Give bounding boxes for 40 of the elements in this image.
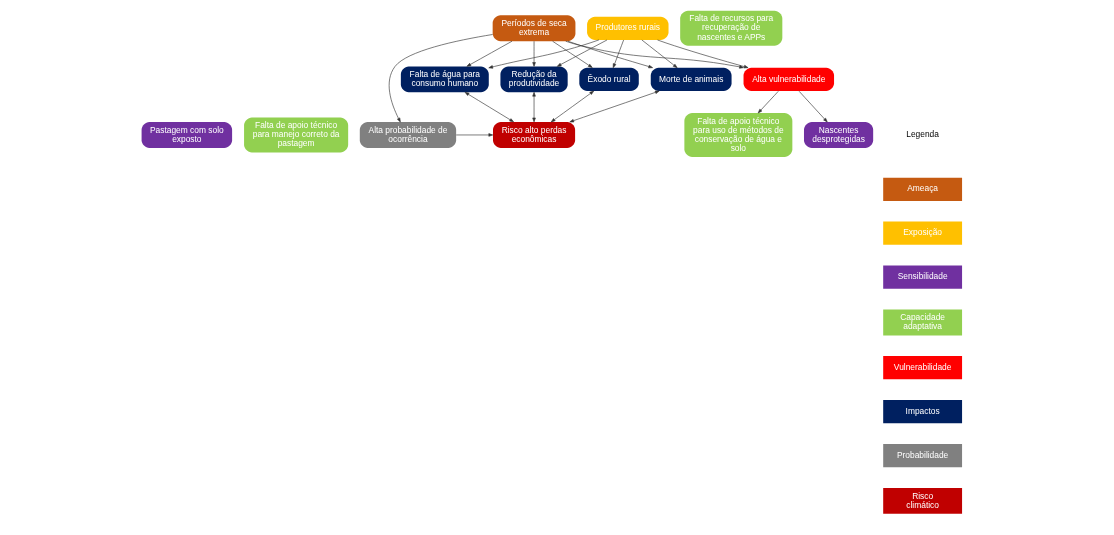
node-box: Redução da produtividade (500, 66, 568, 93)
arrow (388, 34, 493, 123)
arrow (657, 39, 749, 69)
arrow (757, 90, 779, 114)
arrow (565, 40, 744, 69)
arrow (612, 39, 624, 68)
node-box: Êxodo rural (579, 67, 639, 91)
arrow (569, 90, 660, 123)
arrow (641, 39, 678, 68)
node-box: Períodos de seca extrema (492, 15, 576, 42)
arrow (567, 40, 653, 69)
arrow (532, 92, 536, 123)
legend-label: Probabilidade (896, 449, 949, 460)
legend-label: Sensibilidade (897, 271, 948, 282)
node-box: Morte de animais (650, 67, 732, 91)
node-box: Falta de recursos para recuperação de nascentes e APPs (680, 10, 783, 46)
node-box: Alta probabilidade de ocorrência (359, 122, 457, 148)
arrow (552, 40, 593, 68)
node-box: Risco alto perdas econômicas (493, 122, 576, 148)
node-box: Produtores rurais (587, 16, 669, 40)
arrow (798, 90, 828, 123)
legend-label: Ameaça (907, 183, 939, 194)
node-box: Pastagem com solo exposto (141, 122, 233, 148)
arrow (488, 39, 600, 69)
label: Legenda (906, 129, 939, 140)
node-box: Falta de água para consumo humano (400, 66, 489, 93)
legend-label: Exposição (903, 227, 942, 238)
legend-label: Risco climático (906, 490, 939, 510)
arrow (550, 90, 594, 123)
arrow (455, 133, 494, 137)
node-box: Falta de apoio técnico para uso de métodos de conservação de água e solo (684, 112, 793, 157)
legend-label: Vulnerabilidade (893, 361, 952, 372)
legend-label: Capacidade adaptativa (900, 312, 946, 332)
node-box: Falta de apoio técnico para manejo correto da pastagem (244, 117, 349, 153)
arrow (464, 92, 514, 123)
arrow (532, 40, 536, 67)
legend-label: Impactos (905, 405, 940, 416)
node-box: Nascentes desprotegidas (804, 122, 874, 148)
arrow (556, 39, 608, 67)
arrow (466, 40, 513, 67)
